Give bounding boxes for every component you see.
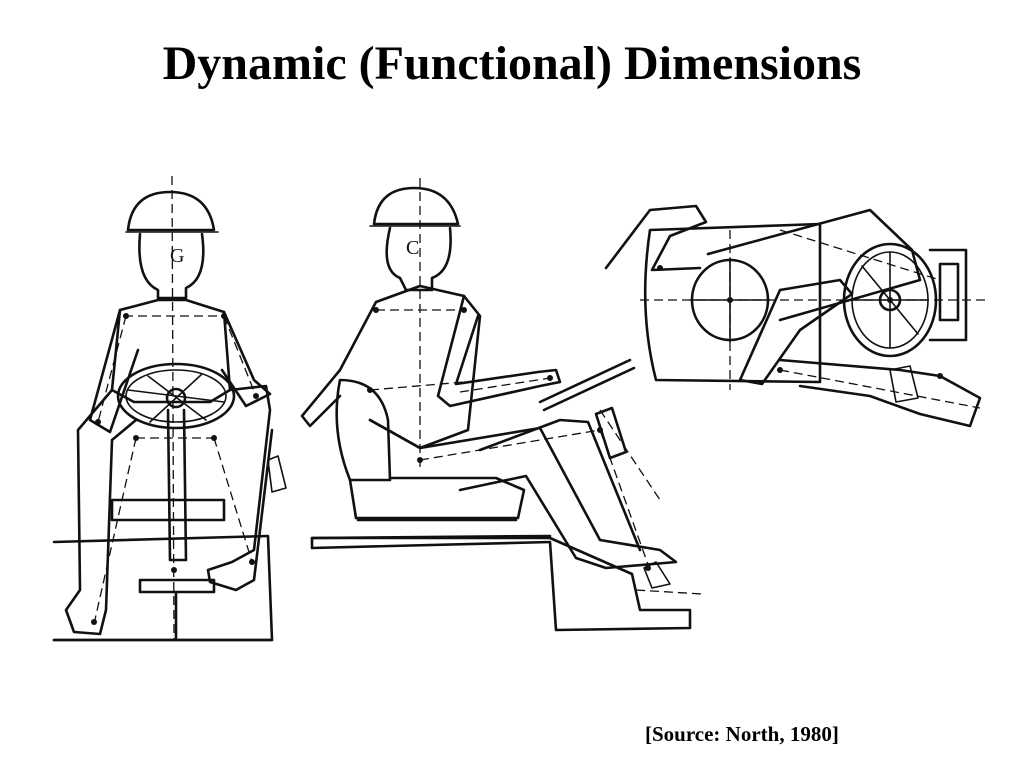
front-view-operator-drawing: G: [52, 175, 287, 642]
top-view-operator-drawing: [604, 204, 990, 428]
source-citation: [Source: North, 1980]: [645, 722, 839, 746]
svg-text:C: C: [406, 237, 419, 259]
slide-title: Dynamic (Functional) Dimensions: [162, 37, 862, 90]
operator-dimensions-figure: G: [40, 170, 1000, 650]
svg-text:G: G: [170, 245, 184, 267]
side-view-operator-drawing: C: [300, 178, 703, 632]
